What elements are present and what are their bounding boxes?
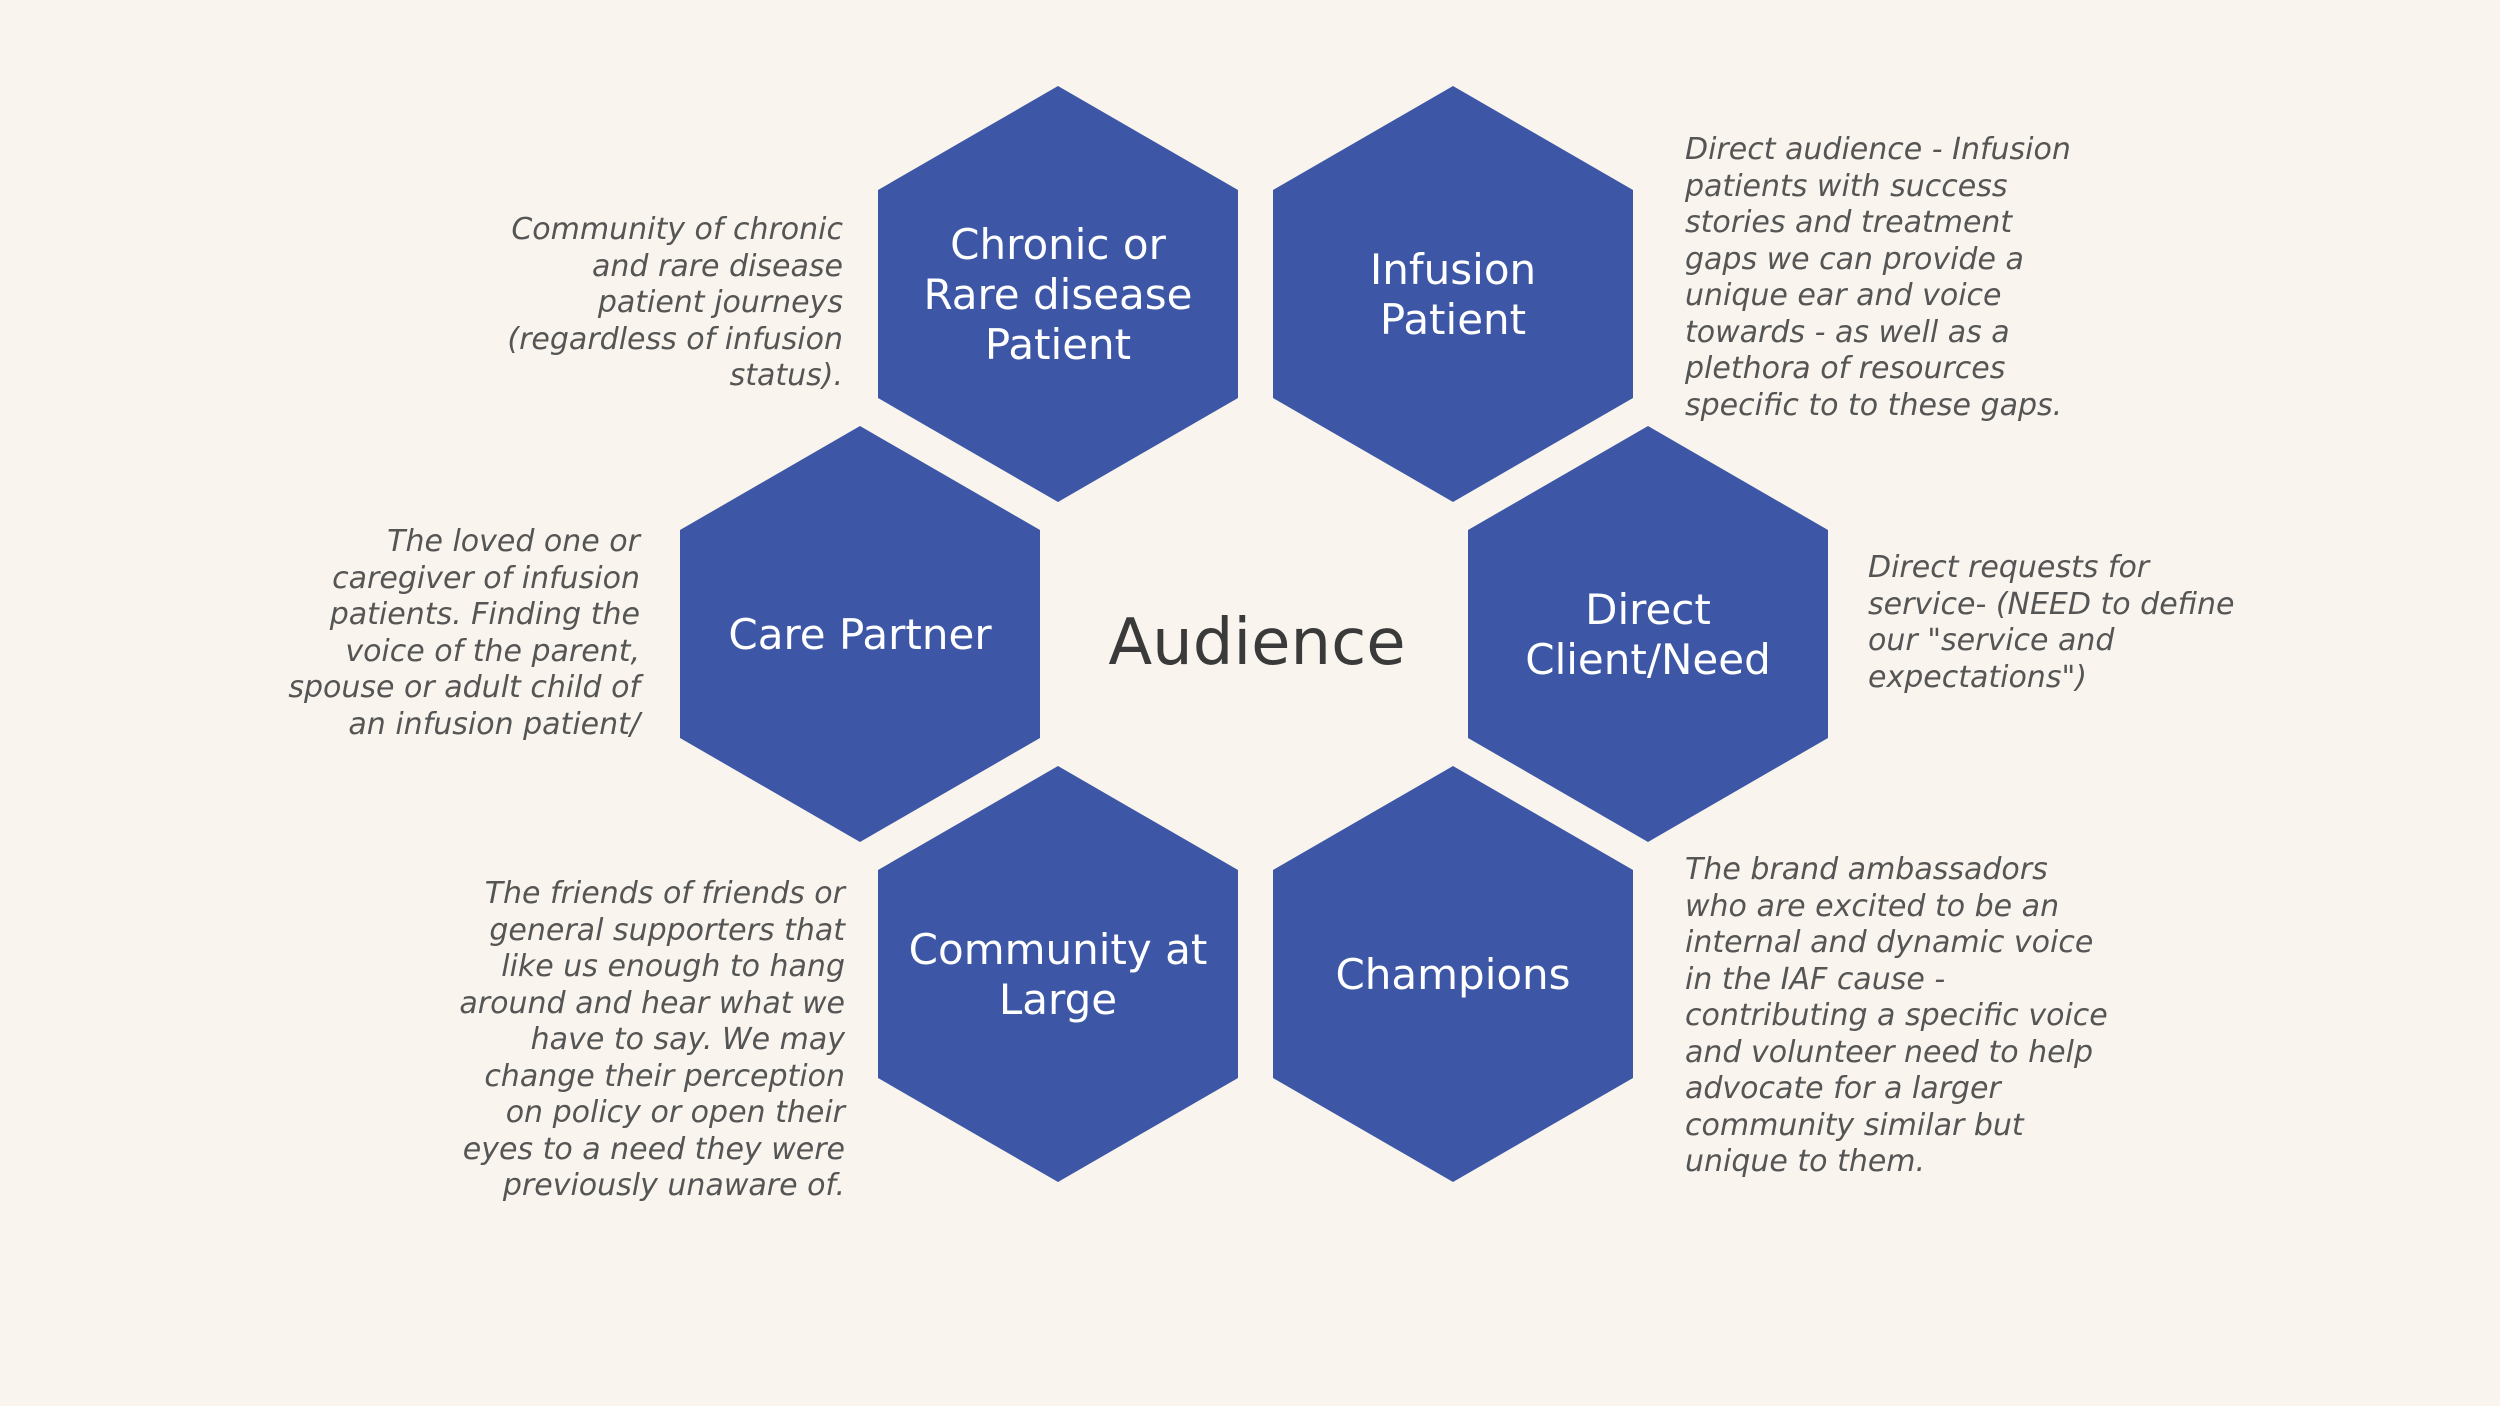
hexagon-label-community-line-1: Large	[999, 975, 1117, 1024]
hexagon-label-community-line-0: Community at	[909, 925, 1208, 974]
hexagon-champions: Champions	[1273, 766, 1633, 1182]
description-chronic: Community of chronic and rare disease pa…	[507, 212, 843, 393]
hexagon-shape-community	[878, 766, 1238, 1182]
description-community: The friends of friends or general suppor…	[459, 876, 845, 1203]
description-direct-client: Direct requests for service- (NEED to de…	[1868, 550, 2235, 695]
hexagon-shape-chronic	[878, 86, 1238, 502]
hexagon-shape-care-partner	[680, 426, 1040, 842]
hexagon-shape-infusion	[1273, 86, 1633, 502]
hexagon-label-direct-client-line-1: Client/Need	[1525, 635, 1771, 684]
hexagon-label-infusion-line-0: Infusion	[1370, 245, 1536, 294]
hexagon-label-care-partner-line-0: Care Partner	[728, 610, 992, 659]
description-champions: The brand ambassadors who are excited to…	[1685, 852, 2108, 1179]
hexagon-shape-champions	[1273, 766, 1633, 1182]
hexagon-care-partner: Care Partner	[680, 426, 1040, 842]
description-care-partner: The loved one or caregiver of infusion p…	[288, 524, 640, 742]
hexagon-shape-direct-client	[1468, 426, 1828, 842]
hexagon-label-champions-line-0: Champions	[1335, 950, 1570, 999]
hexagon-label-chronic-line-0: Chronic or	[950, 220, 1166, 269]
hexagon-label-direct-client-line-0: Direct	[1585, 585, 1711, 634]
center-title: Audience	[1108, 606, 1405, 680]
description-infusion: Direct audience - Infusion patients with…	[1685, 132, 2071, 423]
hexagon-label-chronic-line-2: Patient	[985, 320, 1131, 369]
hexagon-label-chronic-line-1: Rare disease	[923, 270, 1192, 319]
hexagon-label-infusion-line-1: Patient	[1380, 295, 1526, 344]
